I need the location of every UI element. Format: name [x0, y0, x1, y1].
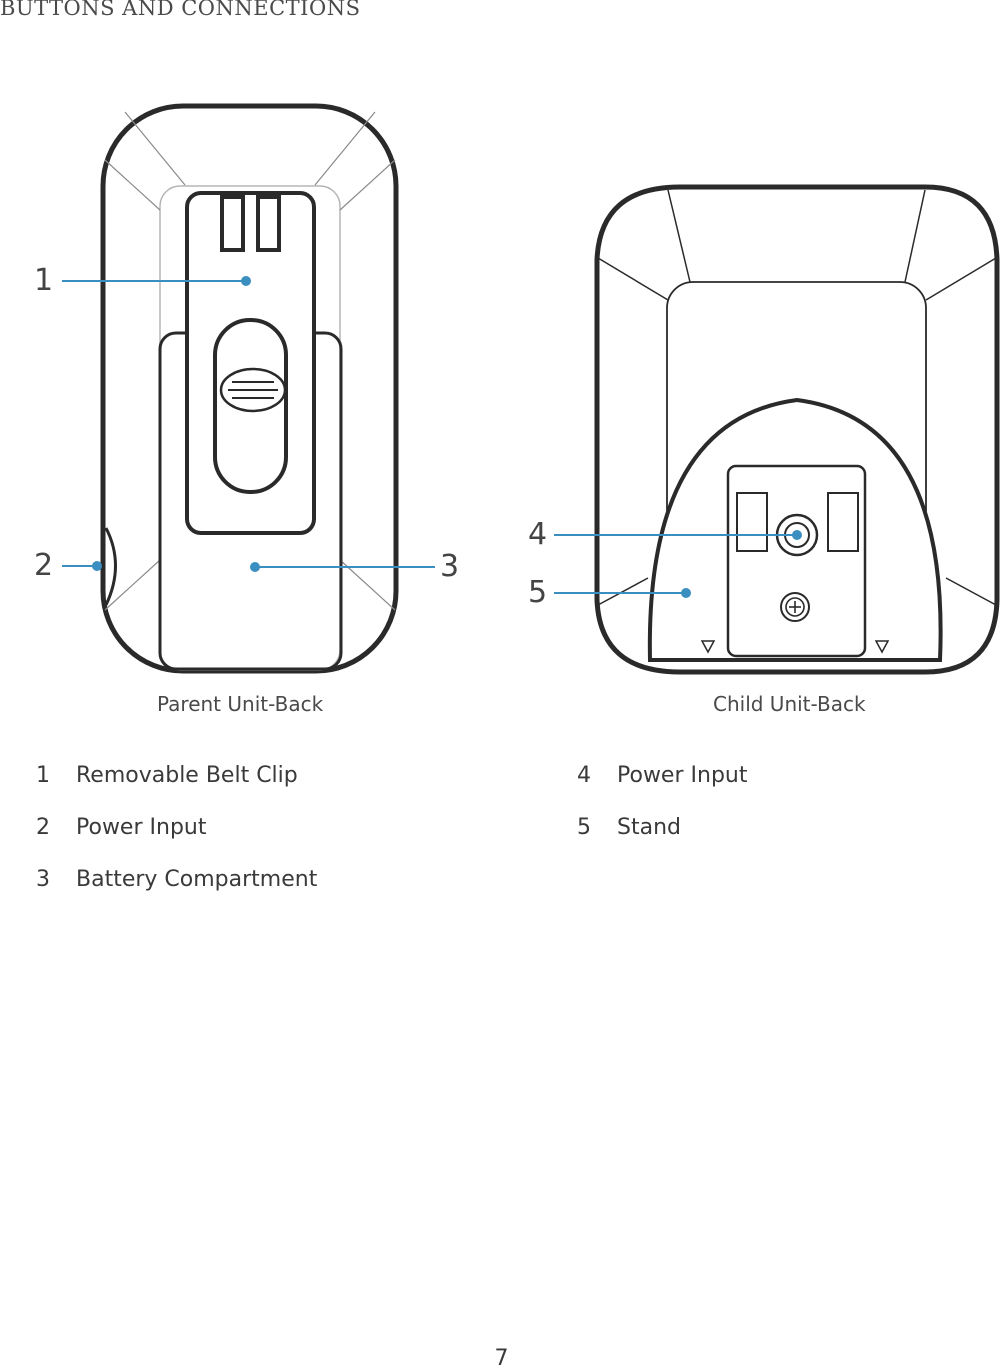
legend-item: 4 Power Input [577, 763, 747, 815]
legend-item: 1 Removable Belt Clip [36, 763, 317, 815]
callout-2: 2 [34, 548, 54, 583]
child-unit-illustration [594, 184, 1000, 675]
legend-left: 1 Removable Belt Clip 2 Power Input 3 Ba… [36, 763, 317, 919]
callout-5: 5 [528, 575, 548, 610]
legend-number: 5 [577, 815, 591, 840]
section-title: BUTTONS AND CONNECTIONS [0, 0, 361, 20]
legend-number: 3 [36, 867, 50, 892]
callout-3: 3 [440, 549, 460, 584]
legend-label: Power Input [76, 815, 207, 840]
callout-1: 1 [34, 263, 54, 298]
legend-item: 5 Stand [577, 815, 747, 867]
page-number: 7 [494, 1346, 509, 1371]
legend-number: 4 [577, 763, 591, 788]
legend-label: Stand [617, 815, 681, 840]
legend-label: Battery Compartment [76, 867, 318, 892]
parent-unit-illustration [100, 103, 399, 674]
legend-item: 2 Power Input [36, 815, 317, 867]
product-diagram [62, 103, 1000, 675]
child-unit-caption: Child Unit-Back [713, 692, 866, 716]
legend-item: 3 Battery Compartment [36, 867, 317, 919]
legend-number: 2 [36, 815, 50, 840]
legend-label: Removable Belt Clip [76, 763, 298, 788]
parent-unit-caption: Parent Unit-Back [157, 692, 324, 716]
callout-lines [62, 276, 802, 598]
legend-label: Power Input [617, 763, 748, 788]
legend-right: 4 Power Input 5 Stand [577, 763, 747, 867]
callout-4: 4 [528, 517, 548, 552]
legend-number: 1 [36, 763, 50, 788]
